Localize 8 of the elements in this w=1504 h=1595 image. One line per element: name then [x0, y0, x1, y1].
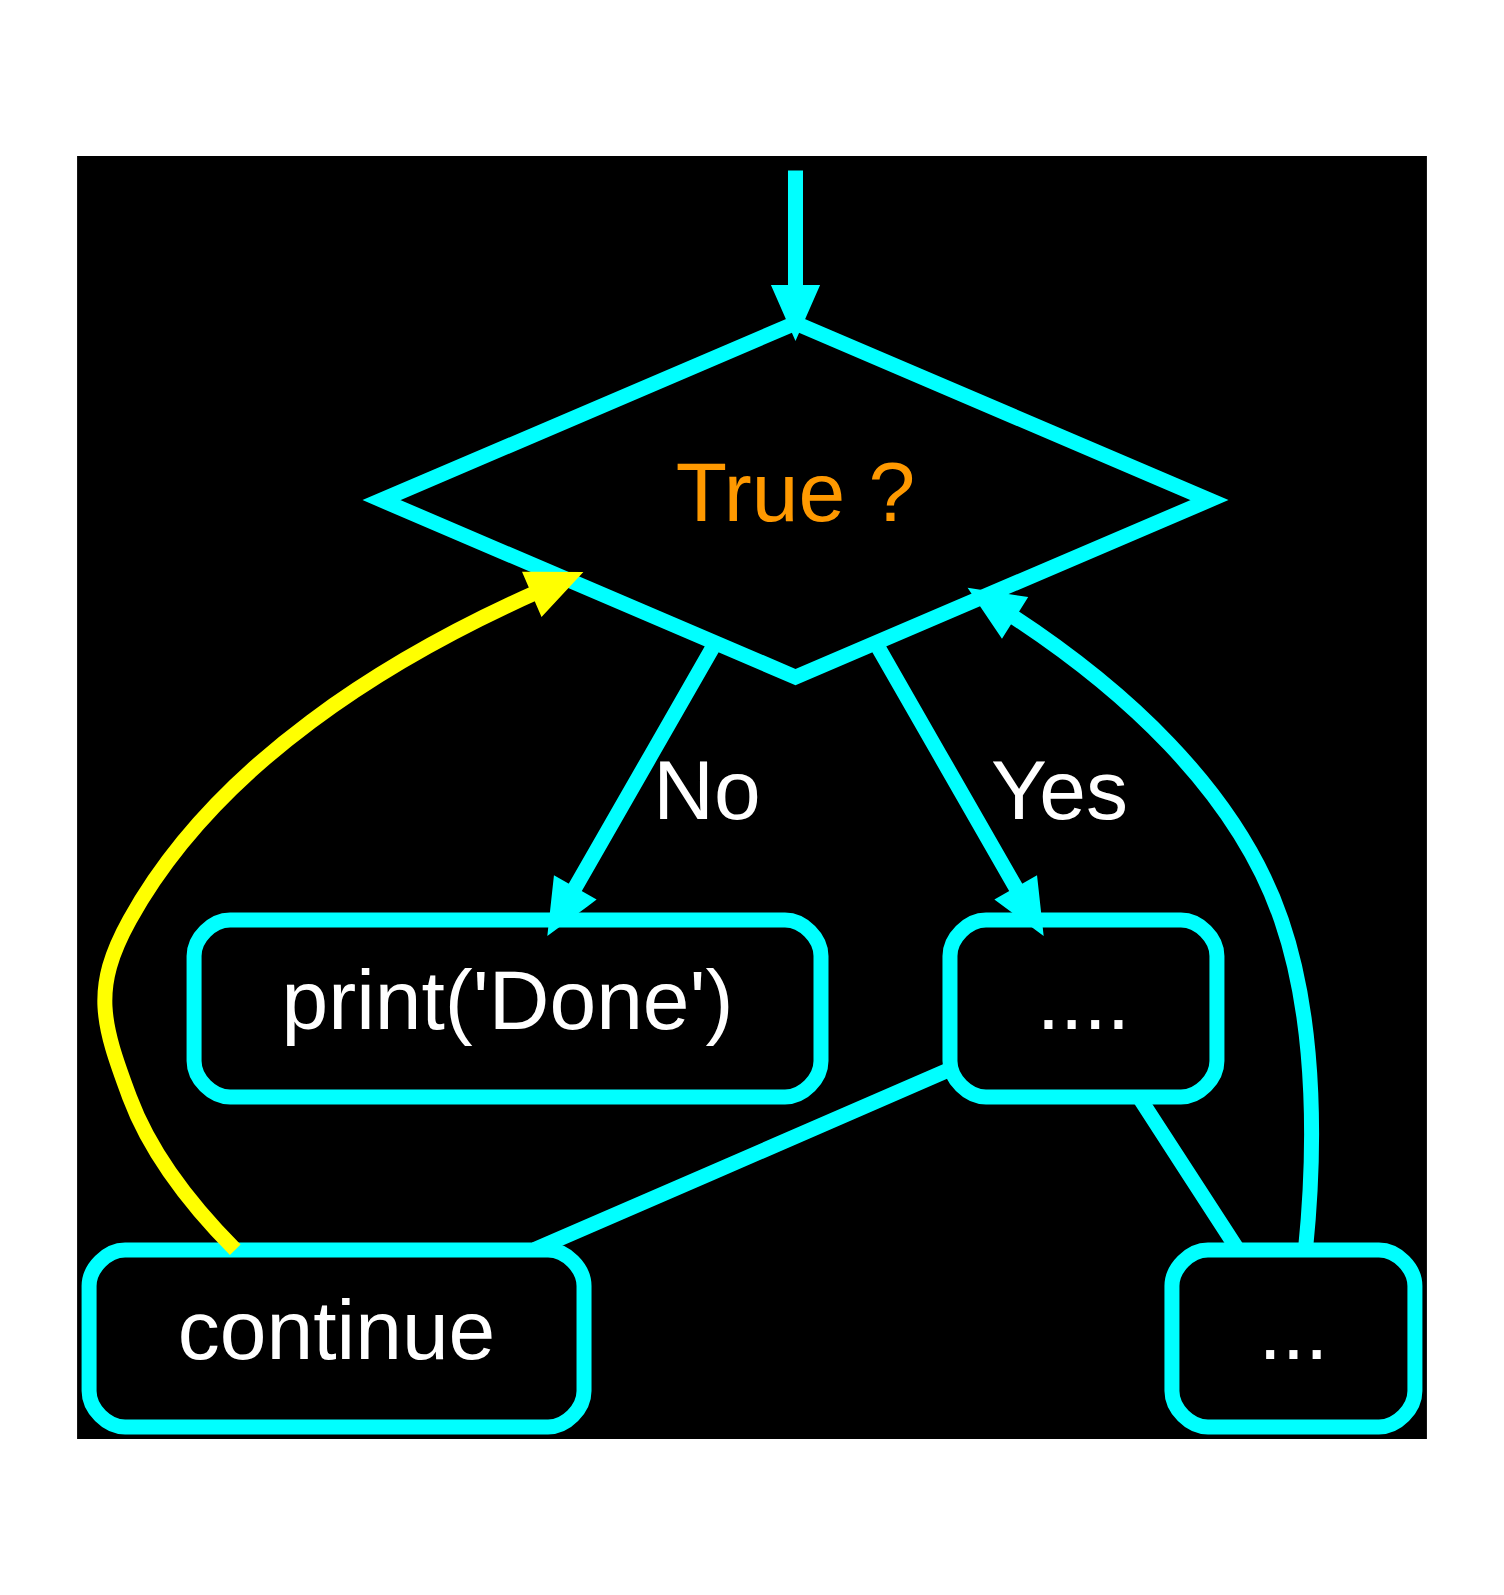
node-box: ...	[1164, 1242, 1423, 1435]
edge-label: No	[653, 743, 761, 838]
node-box: print('Done')	[186, 912, 829, 1105]
node-box: continue	[81, 1242, 592, 1435]
arrow	[97, 571, 584, 1255]
node-box: ....	[942, 912, 1225, 1105]
edge-label: Yes	[990, 743, 1128, 838]
arrow	[770, 170, 821, 342]
